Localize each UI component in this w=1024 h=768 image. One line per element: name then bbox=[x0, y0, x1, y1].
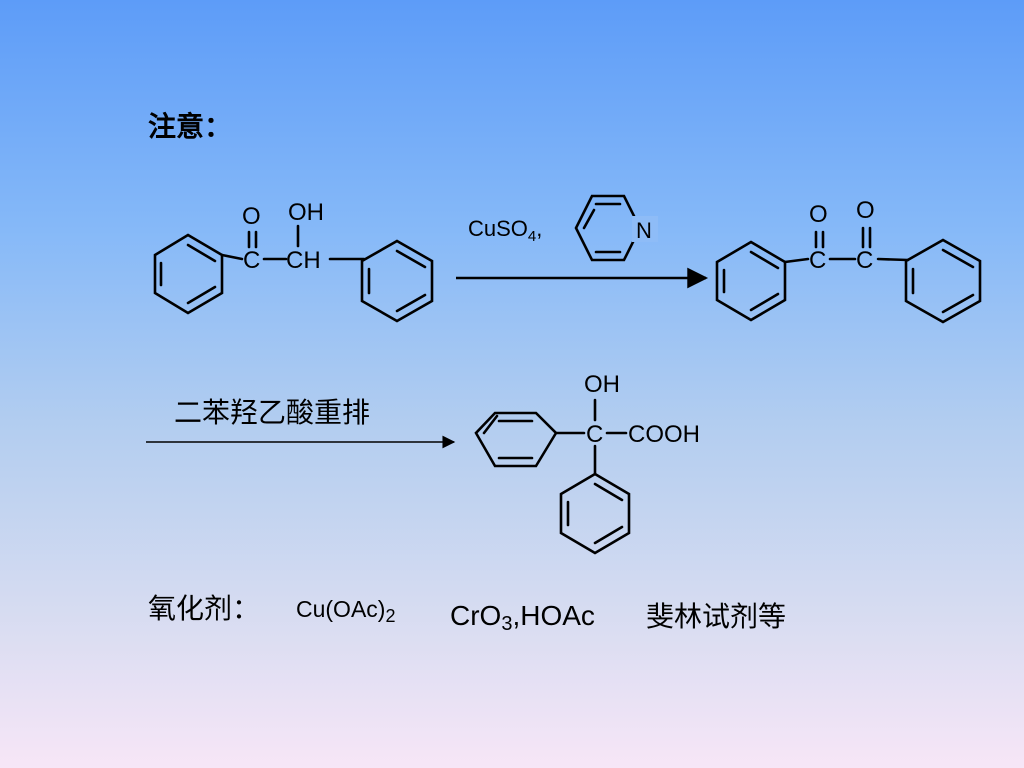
benzilic-ring-left bbox=[474, 411, 558, 468]
benzil-ring-right bbox=[904, 238, 982, 324]
oxidant-cuoac2: Cu(OAc)2 bbox=[296, 596, 395, 626]
reactant-ch-label: CH bbox=[286, 247, 321, 274]
oxidant-cro3-hoac: CrO3,HOAc bbox=[450, 600, 595, 635]
benzil-o1-label: O bbox=[809, 201, 828, 228]
benzilic-cooh-label: COOH bbox=[628, 421, 700, 448]
benzilic-oh-label: OH bbox=[584, 371, 620, 398]
product-benzilic-acid bbox=[474, 398, 631, 555]
benzene-ring-left bbox=[153, 233, 224, 315]
benzilic-c-label: C bbox=[586, 421, 603, 448]
benzil-c2-label: C bbox=[856, 247, 873, 274]
pyridine-n-mask bbox=[632, 216, 658, 242]
reagent-cuso4: CuSO4, bbox=[468, 216, 542, 245]
rearrangement-label: 二苯羟乙酸重排 bbox=[174, 396, 370, 429]
reactant-o-label: O bbox=[242, 203, 261, 230]
reactant-benzoin bbox=[153, 224, 434, 323]
benzilic-ring-bottom bbox=[559, 472, 631, 555]
reactant-oh-label: OH bbox=[288, 199, 324, 226]
pyridine-ring bbox=[574, 194, 642, 262]
benzil-c1-label: C bbox=[809, 247, 826, 274]
heading: 注意： bbox=[148, 110, 232, 143]
oxidant-fehling: 斐林试剂等 bbox=[646, 600, 786, 633]
pyridine-n-label: N bbox=[636, 218, 652, 243]
reactant-c-label: C bbox=[243, 247, 260, 274]
benzene-ring-right bbox=[360, 239, 434, 323]
oxidants-label: 氧化剂： bbox=[148, 592, 260, 625]
product-benzil bbox=[715, 226, 982, 324]
benzil-ring-left bbox=[715, 240, 787, 322]
benzil-o2-label: O bbox=[856, 197, 875, 224]
